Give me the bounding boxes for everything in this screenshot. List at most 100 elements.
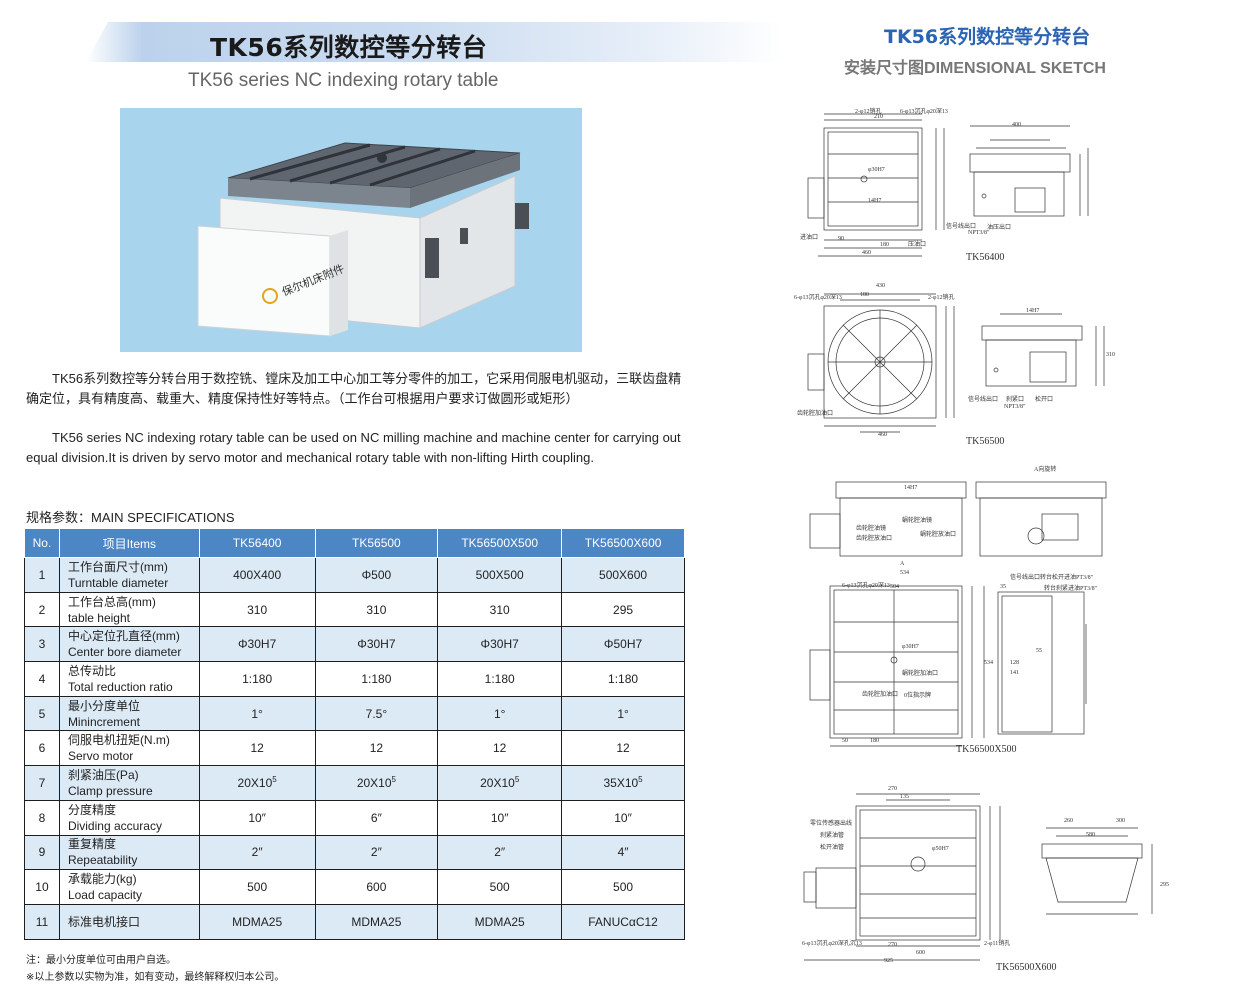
value-cell: 500 bbox=[198, 869, 316, 905]
value-cell: MDMA25 bbox=[437, 903, 563, 940]
sketch-title: TK56系列数控等分转台 bbox=[884, 26, 1091, 48]
note-1: 注：最小分度单位可由用户自选。 bbox=[26, 955, 176, 966]
annotation: 转台松开进油PT3/8″ bbox=[1040, 575, 1094, 581]
value-text: 1° bbox=[617, 706, 629, 721]
col-header: No. bbox=[24, 528, 60, 558]
annotation: 90 bbox=[838, 236, 844, 242]
value-cell: 400X400 bbox=[198, 557, 316, 593]
drawing-tk56400 bbox=[800, 104, 1100, 264]
item-en: Center bore diameter bbox=[67, 645, 182, 660]
annotation: 270 bbox=[888, 786, 897, 792]
value-cell: 7.5° bbox=[314, 695, 439, 732]
value-cell: 4″ bbox=[561, 834, 685, 871]
value-cell: 310 bbox=[314, 591, 439, 628]
value-text: MDMA25 bbox=[351, 914, 402, 929]
value-cell: 12 bbox=[314, 730, 439, 767]
value-cell: 500X500 bbox=[437, 557, 563, 593]
value-text: 400X400 bbox=[233, 567, 282, 582]
item-cn: 重复精度 bbox=[67, 837, 116, 852]
annotation: 进油口 bbox=[800, 235, 819, 241]
annotation: 180 bbox=[870, 738, 879, 744]
value-cell: 500 bbox=[437, 869, 563, 905]
drawing-tk56500x500 bbox=[806, 474, 1116, 754]
model-label-tk56500: TK56500 bbox=[966, 436, 1005, 447]
value-text: 500 bbox=[489, 880, 510, 895]
col-header: TK56400 bbox=[198, 528, 316, 558]
item-cn: 标准电机接口 bbox=[67, 914, 140, 929]
annotation: 55 bbox=[1036, 648, 1042, 654]
value-cell: 12 bbox=[561, 730, 685, 767]
annotation: 310 bbox=[1106, 352, 1115, 358]
item-en: Turntable diameter bbox=[67, 575, 169, 590]
annotation: 35 bbox=[1000, 584, 1006, 590]
value-cell: 1° bbox=[437, 695, 563, 732]
value-text: Φ50H7 bbox=[603, 637, 643, 652]
value-text: 6″ bbox=[370, 810, 382, 825]
spec-header-row: No. 项目Items TK56400 TK56500 TK56500X500 … bbox=[24, 528, 685, 558]
value-text: 35X10 bbox=[603, 776, 639, 791]
value-cell: 310 bbox=[437, 591, 563, 628]
value-cell: 35X105 bbox=[561, 765, 685, 801]
value-cell: 12 bbox=[198, 730, 316, 767]
value-text: 20X10 bbox=[356, 776, 392, 791]
exponent: 5 bbox=[638, 775, 643, 785]
row-number: 10 bbox=[24, 869, 60, 905]
note-2: ※以上参数以实物为准，如有变动，最终解释权归本公司。 bbox=[26, 972, 285, 983]
value-text: 310 bbox=[489, 602, 510, 617]
value-text: 1:180 bbox=[242, 671, 273, 686]
annotation: 210 bbox=[874, 114, 883, 120]
value-text: 500 bbox=[613, 880, 634, 895]
value-text: 600 bbox=[366, 880, 387, 895]
annotation: 零位传感器出线 bbox=[810, 821, 853, 827]
value-cell: 20X105 bbox=[437, 765, 563, 801]
value-cell: 10″ bbox=[561, 799, 685, 836]
item-cell: 工作台总高(mm)table height bbox=[58, 591, 200, 628]
annotation: 600 bbox=[916, 950, 925, 956]
value-text: 500 bbox=[247, 880, 268, 895]
value-cell: Φ30H7 bbox=[314, 626, 439, 663]
value-cell: 1° bbox=[561, 695, 685, 732]
annotation: 295 bbox=[1160, 882, 1169, 888]
item-en: Servo motor bbox=[67, 749, 134, 764]
item-en: Dividing accuracy bbox=[67, 818, 162, 833]
annotation: 430 bbox=[876, 283, 885, 289]
value-cell: MDMA25 bbox=[314, 903, 439, 940]
annotation: 油压出口 bbox=[987, 225, 1012, 231]
exponent: 5 bbox=[272, 775, 277, 785]
annotation: 信号线出口 bbox=[946, 224, 977, 230]
annotation: φ30H7 bbox=[902, 644, 919, 650]
annotation: 180 bbox=[860, 292, 869, 298]
value-text: Φ30H7 bbox=[357, 637, 396, 652]
annotation: 6-φ13沉孔φ20深13 bbox=[794, 295, 842, 301]
exponent: 5 bbox=[514, 775, 520, 785]
item-cn: 分度精度 bbox=[67, 802, 116, 817]
annotation: 信号线出口 bbox=[968, 397, 999, 403]
value-text: 2″ bbox=[494, 845, 506, 860]
value-text: 12 bbox=[369, 741, 384, 756]
annotation: 580 bbox=[1086, 832, 1095, 838]
value-text: 12 bbox=[250, 741, 264, 756]
value-cell: Φ500 bbox=[314, 557, 439, 593]
row-number: 9 bbox=[24, 834, 60, 871]
annotation: 压油口 bbox=[908, 242, 927, 248]
annotation: 14H7 bbox=[868, 198, 882, 204]
value-text: 1° bbox=[493, 706, 506, 721]
value-cell: 500X600 bbox=[561, 557, 685, 593]
annotation: A向旋转 bbox=[1034, 467, 1057, 473]
col-header: TK56500 bbox=[314, 528, 439, 558]
value-text: 7.5° bbox=[365, 706, 388, 721]
annotation: 14H7 bbox=[1026, 308, 1040, 314]
value-text: 2″ bbox=[370, 845, 382, 860]
annotation: 0位指示牌 bbox=[904, 693, 932, 699]
value-text: 1:180 bbox=[361, 671, 392, 686]
annotation: 松开油管 bbox=[820, 845, 845, 851]
annotation: 141 bbox=[1010, 670, 1019, 676]
